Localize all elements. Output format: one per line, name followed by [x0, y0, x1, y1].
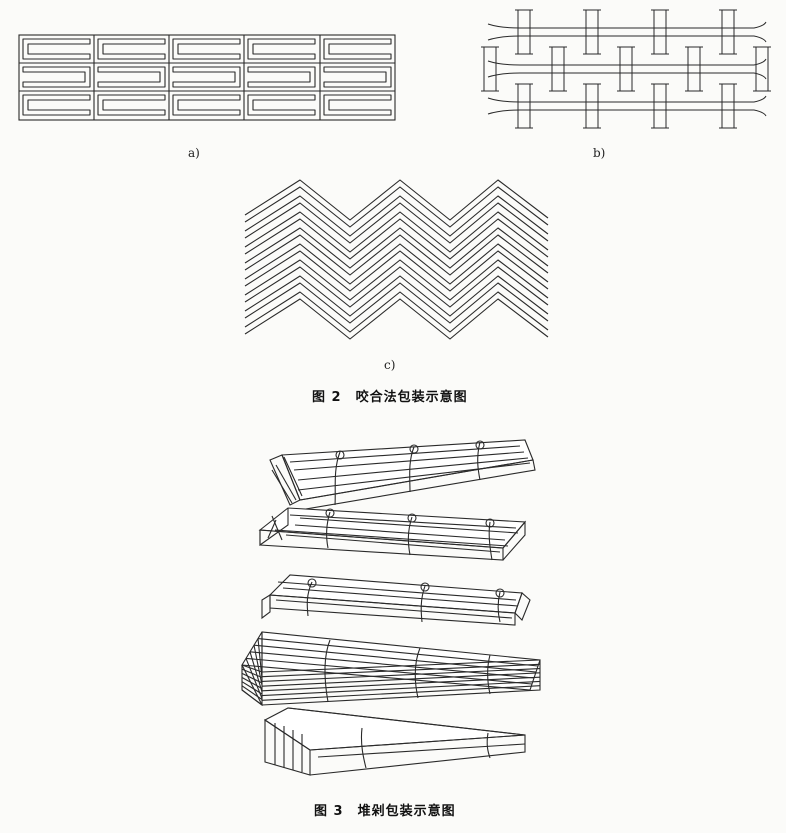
square-tube-bundle — [241, 631, 541, 707]
channel-bundle — [258, 507, 527, 561]
subfigure-a-label: a) — [188, 146, 200, 160]
strip-bundle — [261, 574, 531, 626]
subfigure-c-label: c) — [384, 358, 396, 372]
i-beam-interlocked-bundle — [481, 9, 771, 129]
angle-bundle — [269, 439, 536, 511]
figure2-caption: 图 2 咬合法包装示意图 — [312, 390, 468, 405]
subfigure-b-label: b) — [593, 146, 606, 160]
channel-steel-nested-bundle — [18, 34, 396, 121]
figure3-caption: 图 3 堆剁包装示意图 — [314, 804, 456, 819]
angle-steel-nested-stack — [244, 179, 549, 340]
flat-bar-bundle — [263, 707, 526, 776]
